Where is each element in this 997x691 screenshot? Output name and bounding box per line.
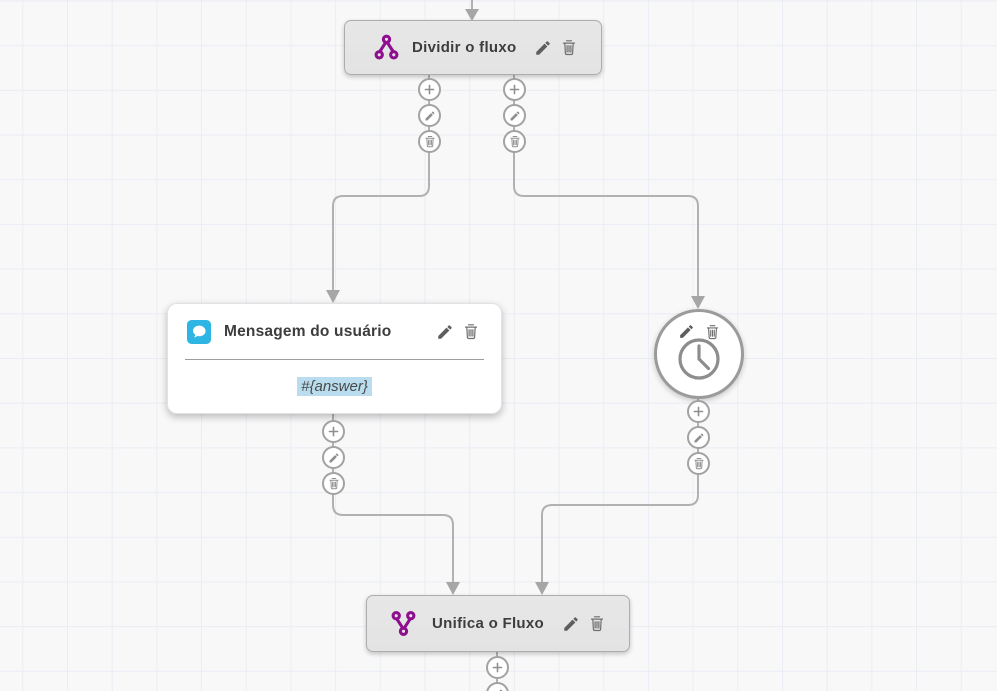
delete-node-button[interactable] — [561, 39, 577, 56]
merge-flow-icon — [390, 609, 417, 638]
pencil-icon — [694, 432, 704, 442]
node-title: Dividir o fluxo — [412, 39, 517, 56]
trash-icon — [562, 40, 576, 56]
trash-icon — [464, 324, 478, 340]
edit-node-button[interactable] — [562, 615, 580, 633]
node-user-message[interactable]: Mensagem do usuário #{answer} — [167, 303, 502, 414]
node-split-flow[interactable]: Dividir o fluxo — [344, 20, 602, 75]
edit-node-button[interactable] — [678, 323, 695, 340]
node-timer[interactable] — [654, 309, 744, 399]
add-action-button[interactable] — [503, 78, 526, 101]
arrowhead-message-to-merge — [446, 582, 460, 595]
trash-icon — [328, 477, 339, 490]
trash-icon — [590, 616, 604, 632]
arrowhead-split-right — [691, 296, 705, 309]
pencil-icon — [329, 452, 339, 462]
arrowhead-entry — [465, 9, 479, 21]
chat-bubble-icon — [187, 319, 211, 344]
node-title: Unifica o Fluxo — [432, 615, 545, 632]
edit-connection-button[interactable] — [322, 446, 345, 469]
pencil-icon — [510, 110, 520, 120]
pencil-icon — [536, 40, 550, 55]
pencil-icon — [425, 110, 435, 120]
trash-icon — [424, 135, 435, 148]
plus-icon — [328, 426, 339, 437]
connector-message-to-merge — [332, 414, 454, 583]
clock-icon — [677, 337, 721, 381]
delete-connection-button[interactable] — [322, 472, 345, 495]
arrowhead-timer-to-merge — [535, 582, 549, 595]
pencil-icon — [438, 324, 452, 339]
plus-icon — [424, 84, 435, 95]
pencil-icon — [680, 325, 693, 338]
edit-connection-button[interactable] — [687, 426, 710, 449]
delete-connection-button[interactable] — [418, 130, 441, 153]
split-flow-icon — [373, 33, 400, 62]
delete-connection-button[interactable] — [503, 130, 526, 153]
node-title: Mensagem do usuário — [224, 322, 392, 340]
plus-icon — [693, 406, 704, 417]
arrowhead-split-left — [326, 290, 340, 303]
node-merge-flow[interactable]: Unifica o Fluxo — [366, 595, 630, 652]
add-action-button[interactable] — [322, 420, 345, 443]
delete-connection-button[interactable] — [687, 452, 710, 475]
card-divider — [185, 359, 484, 360]
trash-icon — [509, 135, 520, 148]
delete-node-button[interactable] — [463, 323, 479, 340]
edit-connection-button[interactable] — [503, 104, 526, 127]
add-action-button[interactable] — [486, 656, 509, 679]
connector-split-left — [332, 75, 430, 291]
edit-node-button[interactable] — [436, 323, 454, 341]
edit-connection-button[interactable] — [418, 104, 441, 127]
trash-icon — [706, 324, 719, 339]
trash-icon — [693, 457, 704, 470]
add-action-button[interactable] — [418, 78, 441, 101]
plus-icon — [509, 84, 520, 95]
connector-split-right — [513, 75, 699, 297]
connector-timer-to-merge — [541, 399, 699, 583]
edit-node-button[interactable] — [534, 39, 552, 57]
pencil-icon — [498, 688, 503, 691]
add-action-button[interactable] — [687, 400, 710, 423]
variable-chip: #{answer} — [297, 377, 372, 396]
pencil-icon — [564, 616, 578, 631]
plus-icon — [492, 662, 503, 673]
delete-node-button[interactable] — [705, 323, 720, 340]
delete-node-button[interactable] — [589, 615, 605, 632]
